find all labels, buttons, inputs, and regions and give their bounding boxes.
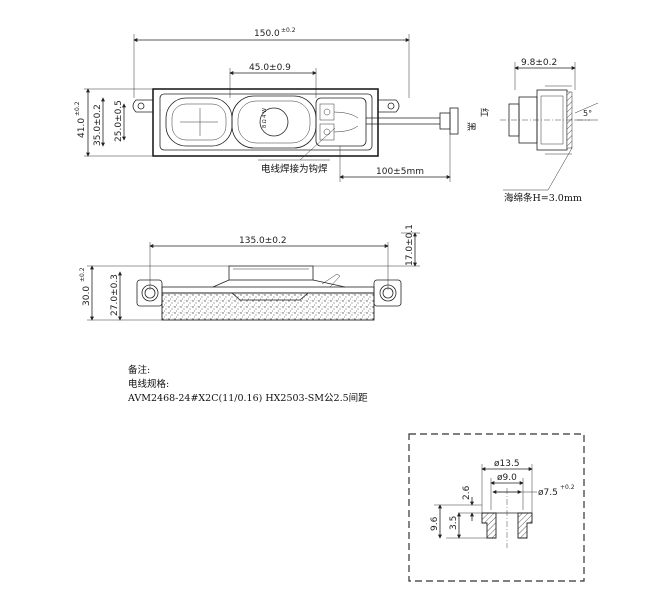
notes-heading: 备注: [128, 364, 150, 376]
radiator-inner [171, 103, 227, 141]
dim-hole-dia-tol: +0.2 [560, 484, 575, 491]
side-view: 9.8±0.2 5° 海绵条H=3.0mm [500, 58, 599, 204]
dim-height-total-tol: ±0.2 [79, 267, 86, 282]
terminal-tab [321, 273, 341, 288]
wire-color-black: 黑 [465, 122, 476, 131]
dust-cap [259, 107, 289, 137]
dim-angle: 5° [583, 109, 592, 118]
mount-hole-right-outer [379, 284, 397, 302]
connector-latch [449, 107, 459, 135]
frame-profile [162, 292, 374, 301]
cone-label: 8 Ω 4 W [262, 108, 268, 128]
grommet-section-right [517, 512, 533, 539]
detail-view: ø13.5 ø9.0 ø7.5 +0.2 2.6 3.5 9.6 [408, 433, 585, 582]
dim-inner-dia: ø9.0 [497, 473, 517, 483]
grommet-section-left [481, 512, 497, 539]
dim-total-h: 9.6 [430, 516, 440, 531]
leader-line [299, 127, 336, 161]
frame-inner [159, 93, 373, 151]
mount-hole-left-inner [144, 287, 156, 299]
internal-wire [333, 111, 359, 133]
foam-note: 海绵条H=3.0mm [504, 192, 582, 204]
mount-hole-left [137, 102, 145, 110]
speaker-frame [152, 88, 379, 157]
wire-length: 100±5mm [376, 167, 424, 177]
terminal-pad [319, 103, 335, 121]
dim-height-total: 30.0 [82, 286, 92, 306]
dim-depth-b: 3.5 [449, 516, 459, 530]
dim-side-width: 9.8±0.2 [521, 58, 557, 68]
front-view: 135.0±0.2 30.0 ±0.2 27.0±0.3 17.0±0.1 [79, 224, 420, 321]
cable-spec: AVM2468-24#X2C(11/0.16) HX2503-SM公2.5间距 [127, 392, 368, 404]
dim-outer-dia: ø13.5 [494, 459, 520, 469]
wire-note: 电线焊接为钩焊 [261, 163, 328, 175]
detail-frame [408, 433, 585, 582]
dim-height-c: 25.0±0.5 [114, 100, 124, 142]
mounting-ear-right-front [373, 279, 402, 307]
dim-cone-width: 45.0±0.9 [249, 63, 291, 73]
terminal-pad [319, 123, 335, 141]
top-view: 150.0 ±0.2 45.0±0.9 8 Ω 4 W [74, 27, 490, 182]
mounting-ear-right [378, 99, 400, 113]
dim-overall-length-tol: ±0.2 [281, 27, 296, 34]
foam-body [161, 292, 375, 321]
solder-point [323, 108, 331, 116]
angle-ref-line [574, 102, 599, 114]
dim-magnet-height: 17.0±0.1 [405, 224, 415, 266]
basket-edge [212, 279, 346, 288]
wire-color-red: 红 [478, 108, 490, 117]
dim-height-b: 35.0±0.2 [93, 104, 103, 146]
mounting-ear-left-front [136, 279, 163, 307]
dim-depth-a: 2.6 [462, 485, 472, 500]
mount-hole-right-inner [382, 287, 394, 299]
dim-height-a: 41.0 [77, 118, 87, 138]
connector-housing [439, 112, 451, 130]
dim-overall-length: 150.0 [254, 29, 280, 39]
magnet [228, 265, 314, 281]
frame-top [161, 286, 375, 294]
cone-surround [237, 100, 311, 144]
mount-hole-right [387, 102, 395, 110]
mounting-ear-left [132, 99, 153, 113]
mount-hole-left-outer [141, 284, 159, 302]
notes-block: 备注: 电线规格: AVM2468-24#X2C(11/0.16) HX2503… [127, 364, 368, 404]
dim-hole-dia: ø7.5 [538, 488, 558, 498]
dim-height-body: 27.0±0.3 [110, 274, 120, 316]
leader-line [547, 147, 573, 191]
speaker-cone [231, 95, 317, 149]
dim-hole-spacing: 135.0±0.2 [239, 236, 287, 246]
cable-heading: 电线规格: [128, 378, 169, 390]
dim-height-a-tol: ±0.2 [74, 101, 81, 116]
terminal-board [315, 97, 367, 147]
solder-point [323, 128, 331, 136]
